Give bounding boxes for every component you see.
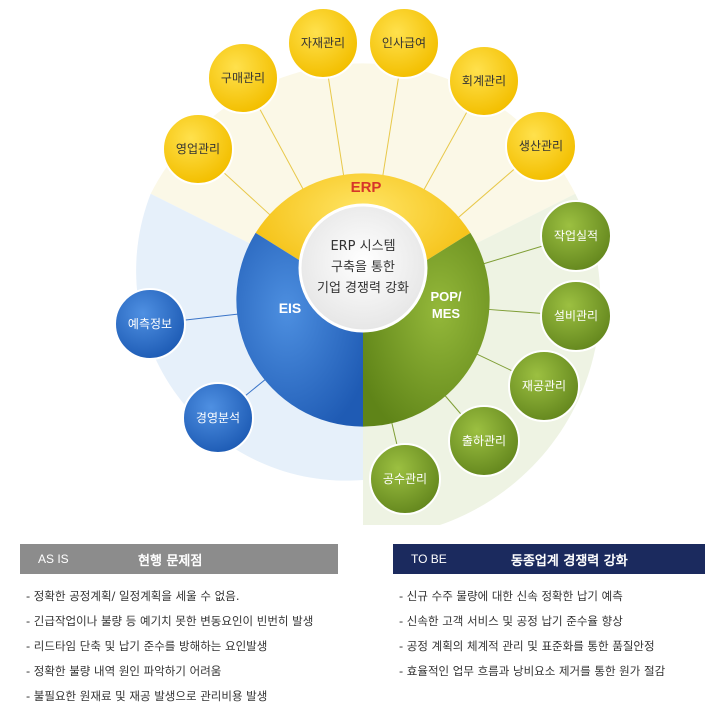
list-item: - 불필요한 원재료 및 재공 발생으로 관리비용 발생 [26, 689, 268, 703]
erp-module-label: 생산관리 [519, 139, 563, 153]
erp-label: ERP [351, 179, 382, 196]
to-be-tag: TO BE [411, 552, 447, 566]
as-is-header: AS IS 현행 문제점 [20, 544, 338, 574]
list-item: - 공정 계획의 체계적 관리 및 표준화를 통한 품질안정 [399, 639, 655, 653]
erp-module-label: 인사급여 [382, 36, 426, 50]
to-be-panel: TO BE 동종업계 경쟁력 강화 - 신규 수주 물량에 대한 신속 정확한 … [393, 544, 705, 688]
center-text-line1: ERP 시스템 [330, 239, 395, 254]
as-is-tag: AS IS [38, 552, 69, 566]
pop-module-node [540, 280, 612, 352]
eis-module-node [182, 382, 254, 454]
erp-system-diagram: ERP EIS POP/ MES ERP 시스템 구축을 통한 기업 경쟁력 강… [114, 7, 612, 525]
pop-module-node [540, 200, 612, 272]
as-is-title: 현행 문제점 [138, 553, 203, 569]
list-item: - 정확한 불량 내역 원인 파악하기 어려움 [26, 664, 222, 678]
center-text-line3: 기업 경쟁력 강화 [317, 281, 409, 296]
pop-module-node [508, 350, 580, 422]
list-item: - 리드타임 단축 및 납기 준수를 방해하는 요인발생 [26, 639, 268, 653]
as-is-list: - 정확한 공정계획/ 일정계획을 세울 수 없음. - 긴급작업이나 불량 등… [20, 588, 338, 704]
eis-module-label: 예측정보 [128, 317, 172, 331]
pop-module-label: 설비관리 [554, 309, 598, 323]
eis-label: EIS [279, 300, 302, 316]
eis-module-label: 경영분석 [196, 411, 240, 425]
center-circle [298, 203, 428, 333]
to-be-list: - 신규 수주 물량에 대한 신속 정확한 납기 예측 - 신속한 고객 서비스… [393, 588, 705, 679]
pop-mes-label-line1: POP/ [430, 289, 461, 304]
erp-module-label: 회계관리 [462, 74, 506, 88]
eis-module-node [114, 288, 186, 360]
list-item: - 정확한 공정계획/ 일정계획을 세울 수 없음. [26, 589, 240, 603]
pop-module-label: 공수관리 [383, 472, 427, 486]
list-item: - 신속한 고객 서비스 및 공정 납기 준수율 향상 [399, 614, 623, 628]
list-item: - 긴급작업이나 불량 등 예기치 못한 변동요인이 빈번히 발생 [26, 614, 314, 628]
pop-mes-label-line2: MES [432, 306, 461, 321]
as-is-panel: AS IS 현행 문제점 - 정확한 공정계획/ 일정계획을 세울 수 없음. … [20, 544, 338, 713]
list-item: - 신규 수주 물량에 대한 신속 정확한 납기 예측 [399, 589, 623, 603]
center-text-line2: 구축을 통한 [331, 260, 395, 275]
erp-module-node [287, 7, 359, 79]
to-be-title: 동종업계 경쟁력 강화 [511, 553, 628, 569]
pop-module-label: 출하관리 [462, 434, 506, 448]
erp-module-node [207, 42, 279, 114]
erp-module-label: 구매관리 [221, 71, 265, 85]
erp-module-node [368, 7, 440, 79]
erp-module-node [448, 45, 520, 117]
erp-module-label: 영업관리 [176, 142, 220, 156]
erp-module-label: 자재관리 [301, 36, 345, 50]
pop-module-node [369, 443, 441, 515]
erp-module-node [162, 113, 234, 185]
pop-module-node [448, 405, 520, 477]
pop-module-label: 재공관리 [522, 379, 566, 393]
pop-module-label: 작업실적 [554, 229, 598, 243]
to-be-header: TO BE 동종업계 경쟁력 강화 [393, 544, 705, 574]
erp-module-node [505, 110, 577, 182]
list-item: - 효율적인 업무 흐름과 낭비요소 제거를 통한 원가 절감 [399, 664, 666, 678]
